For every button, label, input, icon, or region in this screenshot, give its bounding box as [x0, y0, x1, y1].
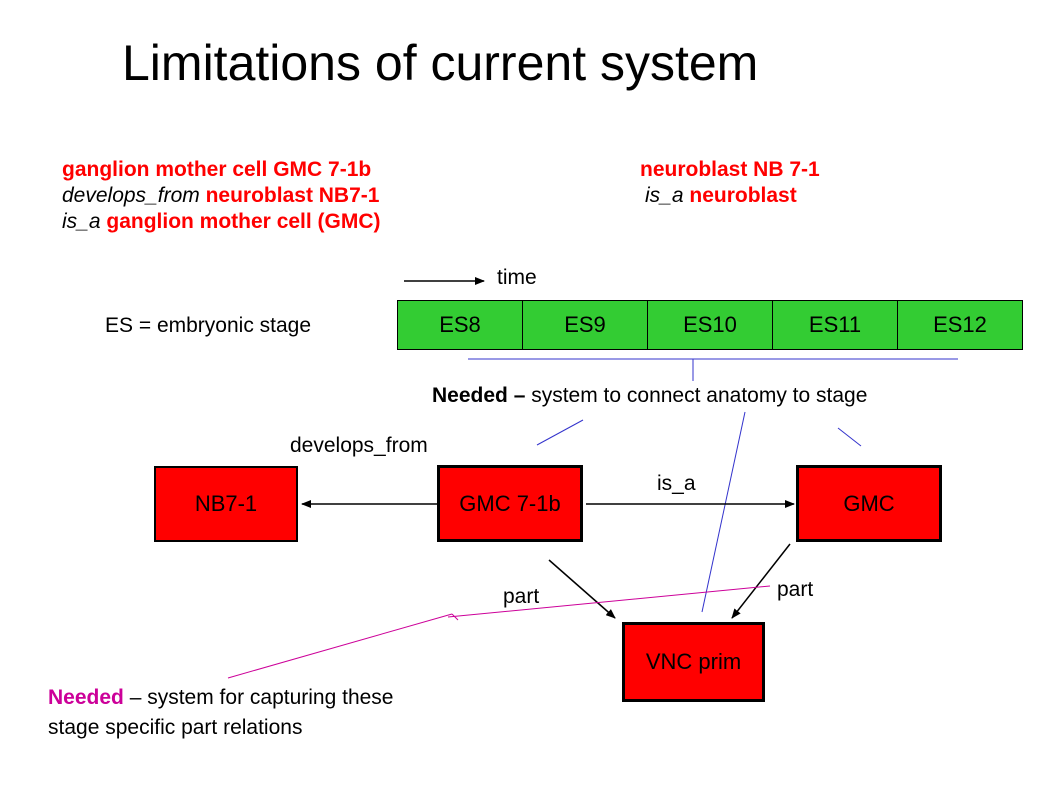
- needed-link-to-vnc: [701, 411, 746, 613]
- stage-es9: ES9: [522, 300, 648, 350]
- left-desc-line-3: is_a ganglion mother cell (GMC): [62, 209, 381, 235]
- needed-part-connector: [227, 585, 771, 679]
- needed-part-rest: – system for capturing these: [123, 686, 394, 709]
- needed-part-line-1: Needed – system for capturing these: [48, 683, 394, 713]
- left-desc-line-2: develops_from neuroblast NB7-1: [62, 183, 381, 209]
- node-gmc: GMC: [796, 465, 942, 542]
- stage-es11: ES11: [772, 300, 898, 350]
- needed-part-note: Needed – system for capturing these stag…: [48, 683, 394, 743]
- left-desc-val-2: ganglion mother cell (GMC): [100, 210, 381, 233]
- right-desc-rel: is_a: [645, 184, 684, 207]
- part-label-right: part: [777, 578, 814, 601]
- needed-part-line-2: stage specific part relations: [48, 716, 303, 739]
- needed-stage-note: Needed – system to connect anatomy to st…: [432, 384, 867, 408]
- left-description: ganglion mother cell GMC 7-1b develops_f…: [62, 157, 381, 235]
- needed-part-bold: Needed: [48, 686, 124, 709]
- right-desc-val: neuroblast: [683, 184, 797, 207]
- needed-link-to-gmc71b: [536, 419, 584, 446]
- slide-title: Limitations of current system: [122, 35, 759, 91]
- es-legend: ES = embryonic stage: [105, 314, 312, 337]
- left-desc-rel-2: is_a: [62, 210, 101, 233]
- part-arrow-right: [731, 543, 791, 619]
- right-description: neuroblast NB 7-1 is_a neuroblast: [640, 157, 820, 209]
- stage-es10: ES10: [647, 300, 773, 350]
- stage-es8: ES8: [397, 300, 523, 350]
- node-nb7-1: NB7-1: [154, 466, 298, 542]
- needed-stage-rest: system to connect anatomy to stage: [525, 384, 868, 407]
- part-label-left: part: [503, 585, 540, 608]
- part-arrow-left: [548, 559, 616, 619]
- time-label: time: [497, 266, 537, 289]
- stage-es12: ES12: [897, 300, 1023, 350]
- node-gmc-7-1b: GMC 7-1b: [437, 465, 583, 542]
- right-desc-line-1: neuroblast NB 7-1: [640, 158, 820, 181]
- left-desc-val-1: neuroblast NB7-1: [199, 184, 380, 207]
- stage-bar: ES8 ES9 ES10 ES11 ES12: [397, 300, 1023, 350]
- left-desc-rel-1: develops_from: [62, 184, 200, 207]
- develops-from-label: develops_from: [290, 434, 428, 457]
- is-a-label: is_a: [657, 472, 696, 495]
- needed-stage-bold: Needed –: [432, 384, 526, 407]
- left-desc-line-1: ganglion mother cell GMC 7-1b: [62, 158, 372, 181]
- right-desc-line-2: is_a neuroblast: [640, 183, 820, 209]
- node-vnc-prim: VNC prim: [622, 622, 765, 702]
- needed-link-to-gmc: [837, 427, 862, 447]
